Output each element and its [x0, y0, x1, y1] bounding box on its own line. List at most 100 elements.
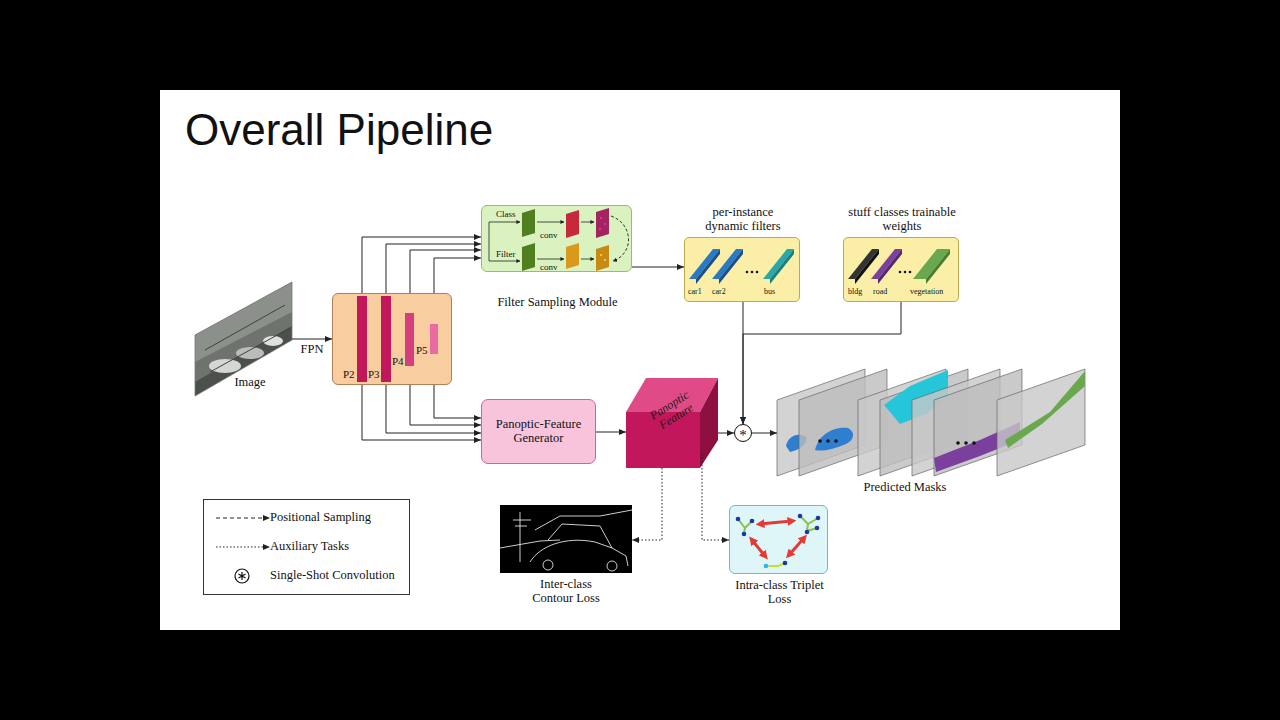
- mask-planes: [997, 369, 1085, 476]
- node-label: P3: [368, 368, 388, 380]
- arrow-head: [263, 544, 270, 550]
- process-box: Panoptic-Feature Generator: [481, 399, 596, 464]
- connector: [740, 302, 746, 424]
- mask-planes: [934, 422, 1020, 472]
- arrow-head: [619, 429, 626, 435]
- mask-planes: [786, 435, 806, 452]
- node-label: P4: [392, 355, 412, 367]
- street-photo: [195, 326, 292, 396]
- slide-title: Overall Pipeline: [185, 104, 493, 156]
- mask-planes: [834, 439, 838, 443]
- fpn-box: P2 P3 P4 P5: [332, 293, 452, 385]
- conv-star: [239, 572, 246, 580]
- node-label: road: [873, 288, 897, 297]
- street-photo: [195, 282, 292, 362]
- legend-label: Single-Shot Convolution: [270, 569, 395, 583]
- arrow-head: [722, 537, 729, 543]
- node-label: Class: [496, 210, 536, 220]
- arrow-head: [474, 415, 481, 421]
- arrow-head: [474, 247, 481, 253]
- node-label: per-instance dynamic filters: [693, 206, 793, 234]
- node-label: Intra-class Triplet Loss: [735, 579, 824, 607]
- arrow-head: [474, 234, 481, 240]
- connector: [718, 430, 734, 436]
- arrow-head: [474, 255, 481, 261]
- mask-planes: [912, 369, 1000, 476]
- connector-line: [362, 385, 481, 440]
- node-label: stuff classes trainable weights: [847, 206, 957, 234]
- node-label: Inter-class Contour Loss: [526, 578, 606, 606]
- connector-line: [596, 432, 626, 433]
- connector-line: [632, 468, 662, 540]
- connector: [702, 454, 729, 543]
- connector-line: [410, 385, 481, 425]
- node-label: Image: [225, 376, 275, 390]
- arrow-head: [474, 437, 481, 443]
- node-label: P2: [343, 368, 363, 380]
- connector: [752, 430, 777, 436]
- connector-line: [718, 433, 734, 434]
- legend-line: [216, 547, 264, 548]
- mask-planes: [799, 369, 887, 476]
- node-label: Filter: [496, 250, 536, 260]
- node-label: bldg: [848, 288, 872, 297]
- street-photo: [209, 359, 241, 373]
- mask-planes: [956, 441, 960, 445]
- node-label: bus: [764, 288, 788, 297]
- node-label: Filter Sampling Module: [462, 296, 653, 310]
- connector-line: [410, 250, 481, 293]
- node-label: Panoptic Feature: [640, 384, 707, 439]
- connector: [596, 429, 626, 435]
- mask-planes: [880, 369, 968, 476]
- arrow-head: [740, 417, 746, 424]
- mask-planes: [815, 428, 853, 451]
- feature-node: Panoptic Feature: [626, 378, 718, 468]
- connector-line: [743, 302, 901, 424]
- node-label: car2: [712, 288, 736, 297]
- arrow-head: [677, 264, 684, 270]
- connector: [632, 264, 684, 270]
- connector-line: [632, 267, 684, 268]
- mask-node: Predicted Masks: [775, 369, 1085, 475]
- contour-node: Inter-class Contour Loss: [500, 505, 632, 573]
- triplet-node: Intra-class Triplet Loss: [729, 505, 828, 574]
- connector-line: [386, 244, 481, 293]
- street-photo: [236, 347, 264, 359]
- legend-sample: [212, 538, 272, 556]
- connector: [632, 468, 662, 543]
- arrow-head: [474, 241, 481, 247]
- connector: [292, 336, 332, 342]
- node-label: Predicted Masks: [845, 481, 965, 495]
- feature-block: [700, 378, 718, 468]
- street-photo: [195, 282, 292, 396]
- arrow-head: [474, 422, 481, 428]
- connector-line: [702, 454, 729, 540]
- arrow-head: [740, 417, 746, 424]
- legend-line: [216, 518, 264, 519]
- mask-planes: [777, 369, 1085, 476]
- street-photo: [205, 305, 290, 372]
- conv-circle: *: [734, 424, 752, 442]
- image-node: Image: [195, 282, 292, 396]
- mask-planes: [777, 369, 865, 476]
- legend-label: Positional Sampling: [270, 511, 371, 525]
- mask-planes: [964, 441, 968, 445]
- edge-label: FPN: [292, 343, 332, 357]
- connector-line: [362, 237, 481, 293]
- conv-symbol: [235, 569, 249, 583]
- mask-planes: [858, 369, 946, 476]
- street-photo: [263, 336, 283, 346]
- legend-label: Auxiliary Tasks: [270, 540, 349, 554]
- node-label: P5: [416, 344, 436, 356]
- mask-planes: [934, 369, 1022, 476]
- feature-block: [626, 378, 718, 468]
- connector: [362, 385, 481, 443]
- node-label: conv: [540, 263, 570, 273]
- street-photo: [195, 282, 292, 396]
- arrow-head: [770, 430, 777, 436]
- arrow-head: [474, 430, 481, 436]
- node-label: car1: [688, 288, 712, 297]
- arrow-head: [632, 537, 639, 543]
- weight-box: stuff classes trainable weightsbldgroadv…: [843, 237, 959, 302]
